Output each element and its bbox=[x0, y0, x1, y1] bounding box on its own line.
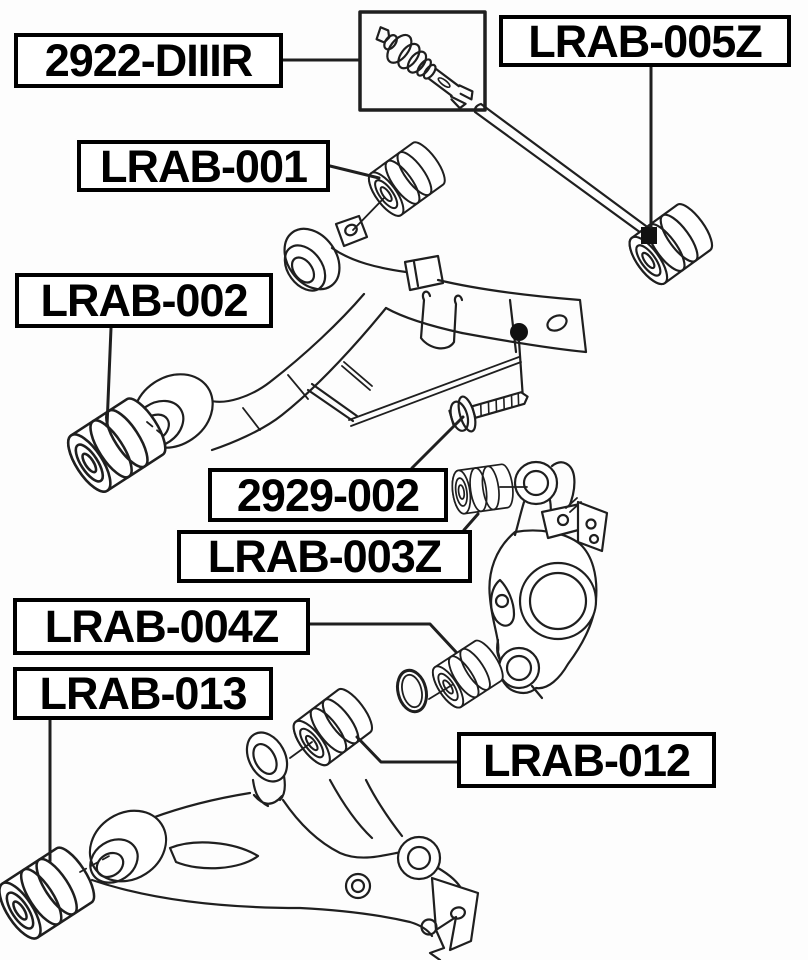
part-label-2922-diiir: 2922-DIIIR bbox=[14, 33, 283, 88]
part-label-lrab-003z: LRAB-003Z bbox=[177, 530, 472, 583]
part-label-lrab-013: LRAB-013 bbox=[13, 667, 273, 720]
lower-arm-upper-bushing bbox=[286, 682, 379, 772]
knuckle-upper-bushing bbox=[448, 462, 528, 516]
lower-arm-rear-bushing bbox=[0, 840, 112, 946]
tie-rod-end-assembly-boxed bbox=[358, 10, 487, 112]
track-rod-bushing bbox=[621, 197, 720, 291]
steering-knuckle bbox=[488, 460, 609, 700]
knuckle-lower-bushing bbox=[426, 635, 509, 713]
part-label-lrab-005z: LRAB-005Z bbox=[499, 15, 791, 67]
part-label-2929-002: 2929-002 bbox=[208, 468, 448, 522]
track-rod-shaft bbox=[473, 102, 648, 235]
part-label-lrab-002: LRAB-002 bbox=[15, 273, 273, 328]
part-label-lrab-012: LRAB-012 bbox=[457, 732, 716, 788]
upper-arm-rear-bushing bbox=[59, 391, 174, 500]
snap-ring bbox=[395, 668, 429, 714]
part-label-lrab-001: LRAB-001 bbox=[77, 140, 330, 192]
lower-control-arm bbox=[88, 731, 480, 960]
upper-arm-front-bushing bbox=[352, 136, 452, 231]
part-label-lrab-004z: LRAB-004Z bbox=[13, 598, 310, 655]
camber-adjust-bolt bbox=[448, 391, 529, 433]
leader-lines bbox=[48, 58, 653, 863]
upper-control-arm bbox=[131, 214, 588, 452]
